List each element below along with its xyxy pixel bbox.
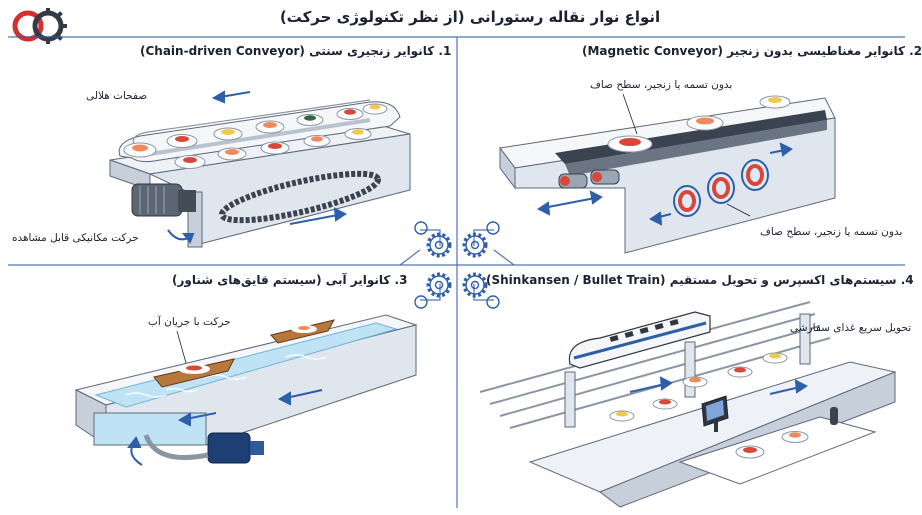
callout-fast-custom-delivery: تحویل سریع غذای سفارشی: [790, 322, 912, 334]
bullet-train-icon: [568, 311, 711, 369]
callout-visible-mechanical-motion: حرکت مکانیکی قابل مشاهده: [12, 232, 139, 244]
chain-conveyor-illustration: [109, 90, 411, 248]
order-tablet-icon: [701, 395, 729, 432]
flow-arrow-icons: [629, 376, 808, 395]
brand-logo-icon: [12, 8, 67, 44]
magnetic-conveyor-illustration: [499, 93, 836, 254]
callout-crescent-plates: صفحات هلالی: [86, 90, 148, 102]
panel-1-heading: 1. کانوایر زنجیری سنتی (Chain-driven Con…: [140, 44, 452, 58]
callout-flat-surface-top: بدون تسمه یا زنجیر، سطح صاف: [590, 79, 733, 91]
callout-flat-surface-bottom: بدون تسمه یا زنجیر، سطح صاف: [760, 226, 903, 238]
flow-arrow-icons: [537, 142, 793, 226]
magnet-coil-icons: [673, 159, 769, 217]
panel-3-heading: 3. کانوایر آبی (سیستم قایق‌های شناور): [172, 273, 408, 287]
flow-arrow-icons: [126, 389, 323, 466]
sushi-plates: [123, 103, 388, 169]
page-title: انواع نوار نقاله رستورانی (از نظر تکنولو…: [279, 8, 661, 26]
panel-2-heading: 2. کانوایر مغناطیسی بدون زنجیر (Magnetic…: [582, 44, 922, 58]
soy-sauce-bottle-icon: [830, 407, 838, 425]
panel-4-heading: 4. سیستم‌های اکسپرس و تحویل مستقیم (Shin…: [486, 273, 914, 287]
express-delivery-illustration: [479, 301, 897, 508]
sushi-plates: [607, 95, 791, 153]
boat-icons: [153, 319, 335, 388]
water-pump-icon: [143, 432, 264, 464]
motor-icon: [131, 183, 196, 217]
water-conveyor-illustration: [74, 314, 418, 466]
sushi-plates: [609, 352, 809, 459]
roller-icons: [558, 169, 620, 189]
flow-arrow-icons: [167, 90, 347, 245]
callout-water-flow-motion: حرکت با جریان آب: [148, 316, 231, 328]
